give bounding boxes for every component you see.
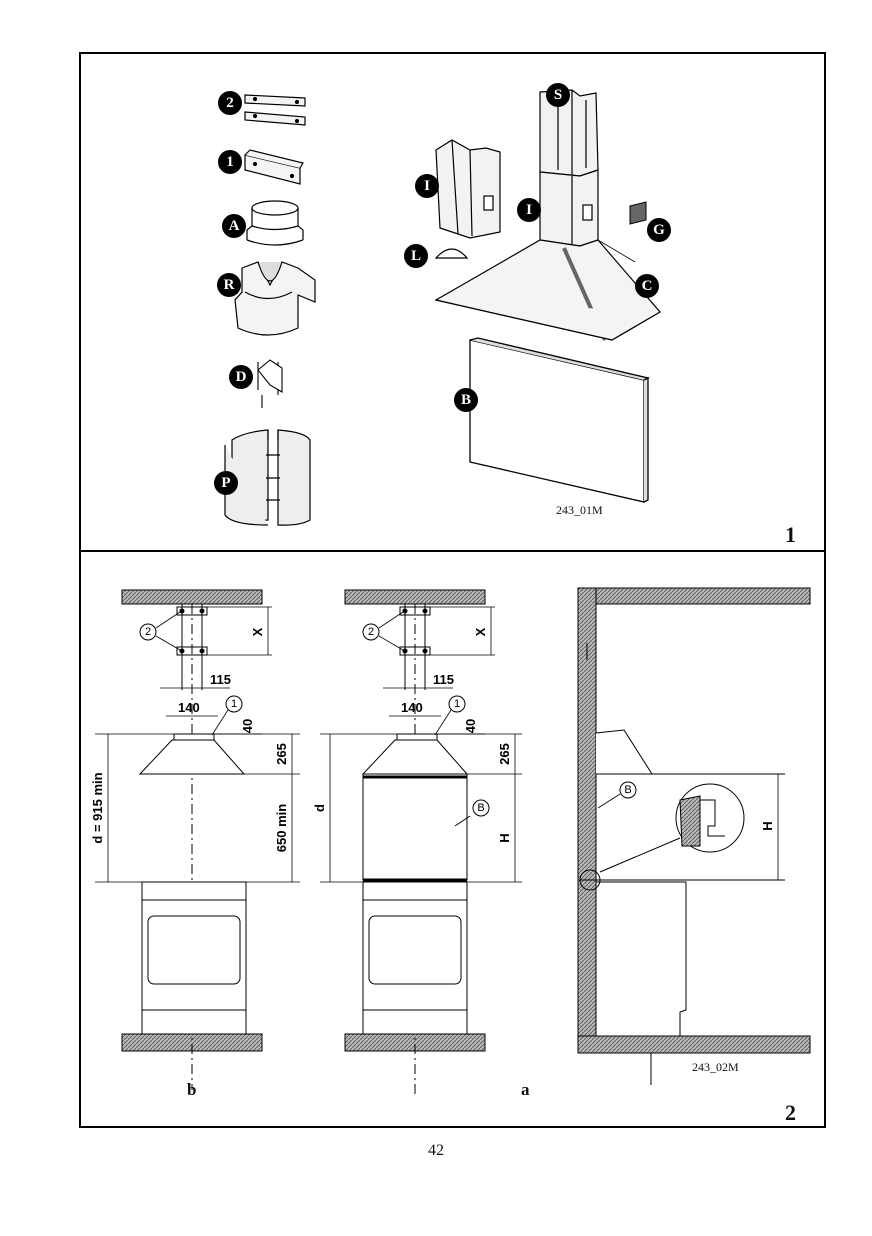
part-panel-P (224, 429, 311, 526)
dim-140-a: 140 (401, 700, 423, 715)
badge-D (229, 365, 253, 389)
dim-115-b: 115 (210, 672, 231, 687)
badge-C (635, 274, 659, 298)
badge-G (647, 218, 671, 242)
callout-2-a-label: 2 (368, 626, 374, 638)
dim-115-a: 115 (433, 672, 454, 687)
part-cover-L (434, 248, 469, 259)
dim-h-a: H (497, 833, 512, 842)
side-floor (577, 1035, 811, 1054)
badge-I-left-label: I (424, 178, 430, 194)
part-bracket-1 (244, 149, 304, 185)
callout-B-a-label: B (477, 802, 484, 814)
view-b-label: b (187, 1080, 197, 1099)
callout-2-a (362, 623, 380, 641)
badge-L-label: L (411, 248, 421, 264)
badge-P-label: P (221, 475, 230, 491)
callout-1-a (448, 695, 466, 713)
badge-B-label: B (461, 392, 471, 408)
badge-R-label: R (224, 277, 235, 293)
part-chimney-S (539, 89, 599, 177)
view-side (579, 643, 785, 1085)
badge-S (546, 83, 570, 107)
figure2-number: 2 (785, 1100, 796, 1125)
callout-B-a (472, 799, 490, 817)
badge-S-label: S (554, 87, 562, 103)
ceiling-a (344, 589, 486, 605)
dim-915: d = 915 min (90, 772, 105, 843)
badge-1-label: 1 (226, 154, 234, 170)
figure2-code: 243_02M (692, 1060, 739, 1074)
view-b (138, 604, 247, 1090)
part-canopy-C (434, 239, 661, 341)
badge-2-label: 2 (226, 95, 234, 111)
callout-2-b-label: 2 (145, 626, 151, 638)
dim-40-a: 40 (463, 719, 478, 733)
view-a-label: a (521, 1080, 530, 1099)
badge-C-label: C (642, 278, 653, 294)
dim-650: 650 min (274, 804, 289, 852)
badge-L (404, 244, 428, 268)
part-chimney-I-right (539, 169, 599, 247)
ceiling-b (121, 589, 263, 605)
dim-h-side: H (760, 821, 775, 830)
badge-B (454, 388, 478, 412)
dim-265-b: 265 (274, 743, 289, 765)
part-chimney-I-left (435, 139, 501, 239)
dimension-lines (95, 606, 779, 883)
badge-R (217, 273, 241, 297)
dim-d: d (312, 804, 327, 812)
page-number: 42 (428, 1142, 444, 1159)
part-filter-G (629, 201, 647, 225)
part-bracket-2 (244, 94, 306, 126)
dim-265-a: 265 (497, 743, 512, 765)
callout-B-side (619, 781, 637, 799)
callout-1-a-label: 1 (454, 698, 460, 710)
badge-P (214, 471, 238, 495)
badge-A (222, 214, 246, 238)
side-ceiling (577, 587, 811, 605)
part-adapter-A (246, 200, 304, 246)
callout-1-b-label: 1 (231, 698, 237, 710)
dim-x-b: X (250, 627, 265, 636)
part-damper-D (257, 359, 283, 408)
badge-I-left (415, 174, 439, 198)
part-backplate-B (469, 337, 650, 503)
view-a (361, 604, 471, 1095)
badge-1 (218, 150, 242, 174)
figure1-number: 1 (785, 522, 796, 547)
dim-40-b: 40 (240, 719, 255, 733)
figure2-frame (79, 550, 826, 1128)
badge-2 (218, 91, 242, 115)
callout-1-b (225, 695, 243, 713)
callout-B-side-label: B (624, 784, 631, 796)
badge-G-label: G (653, 222, 665, 238)
badge-I-right-label: I (526, 202, 532, 218)
badge-I-right (517, 198, 541, 222)
figure1-code: 243_01M (556, 503, 603, 517)
dim-140-b: 140 (178, 700, 200, 715)
callout-2-b (139, 623, 157, 641)
dim-x-a: X (473, 627, 488, 636)
badge-D-label: D (236, 369, 247, 385)
badge-A-label: A (229, 218, 240, 234)
part-reducer-R (234, 261, 316, 336)
